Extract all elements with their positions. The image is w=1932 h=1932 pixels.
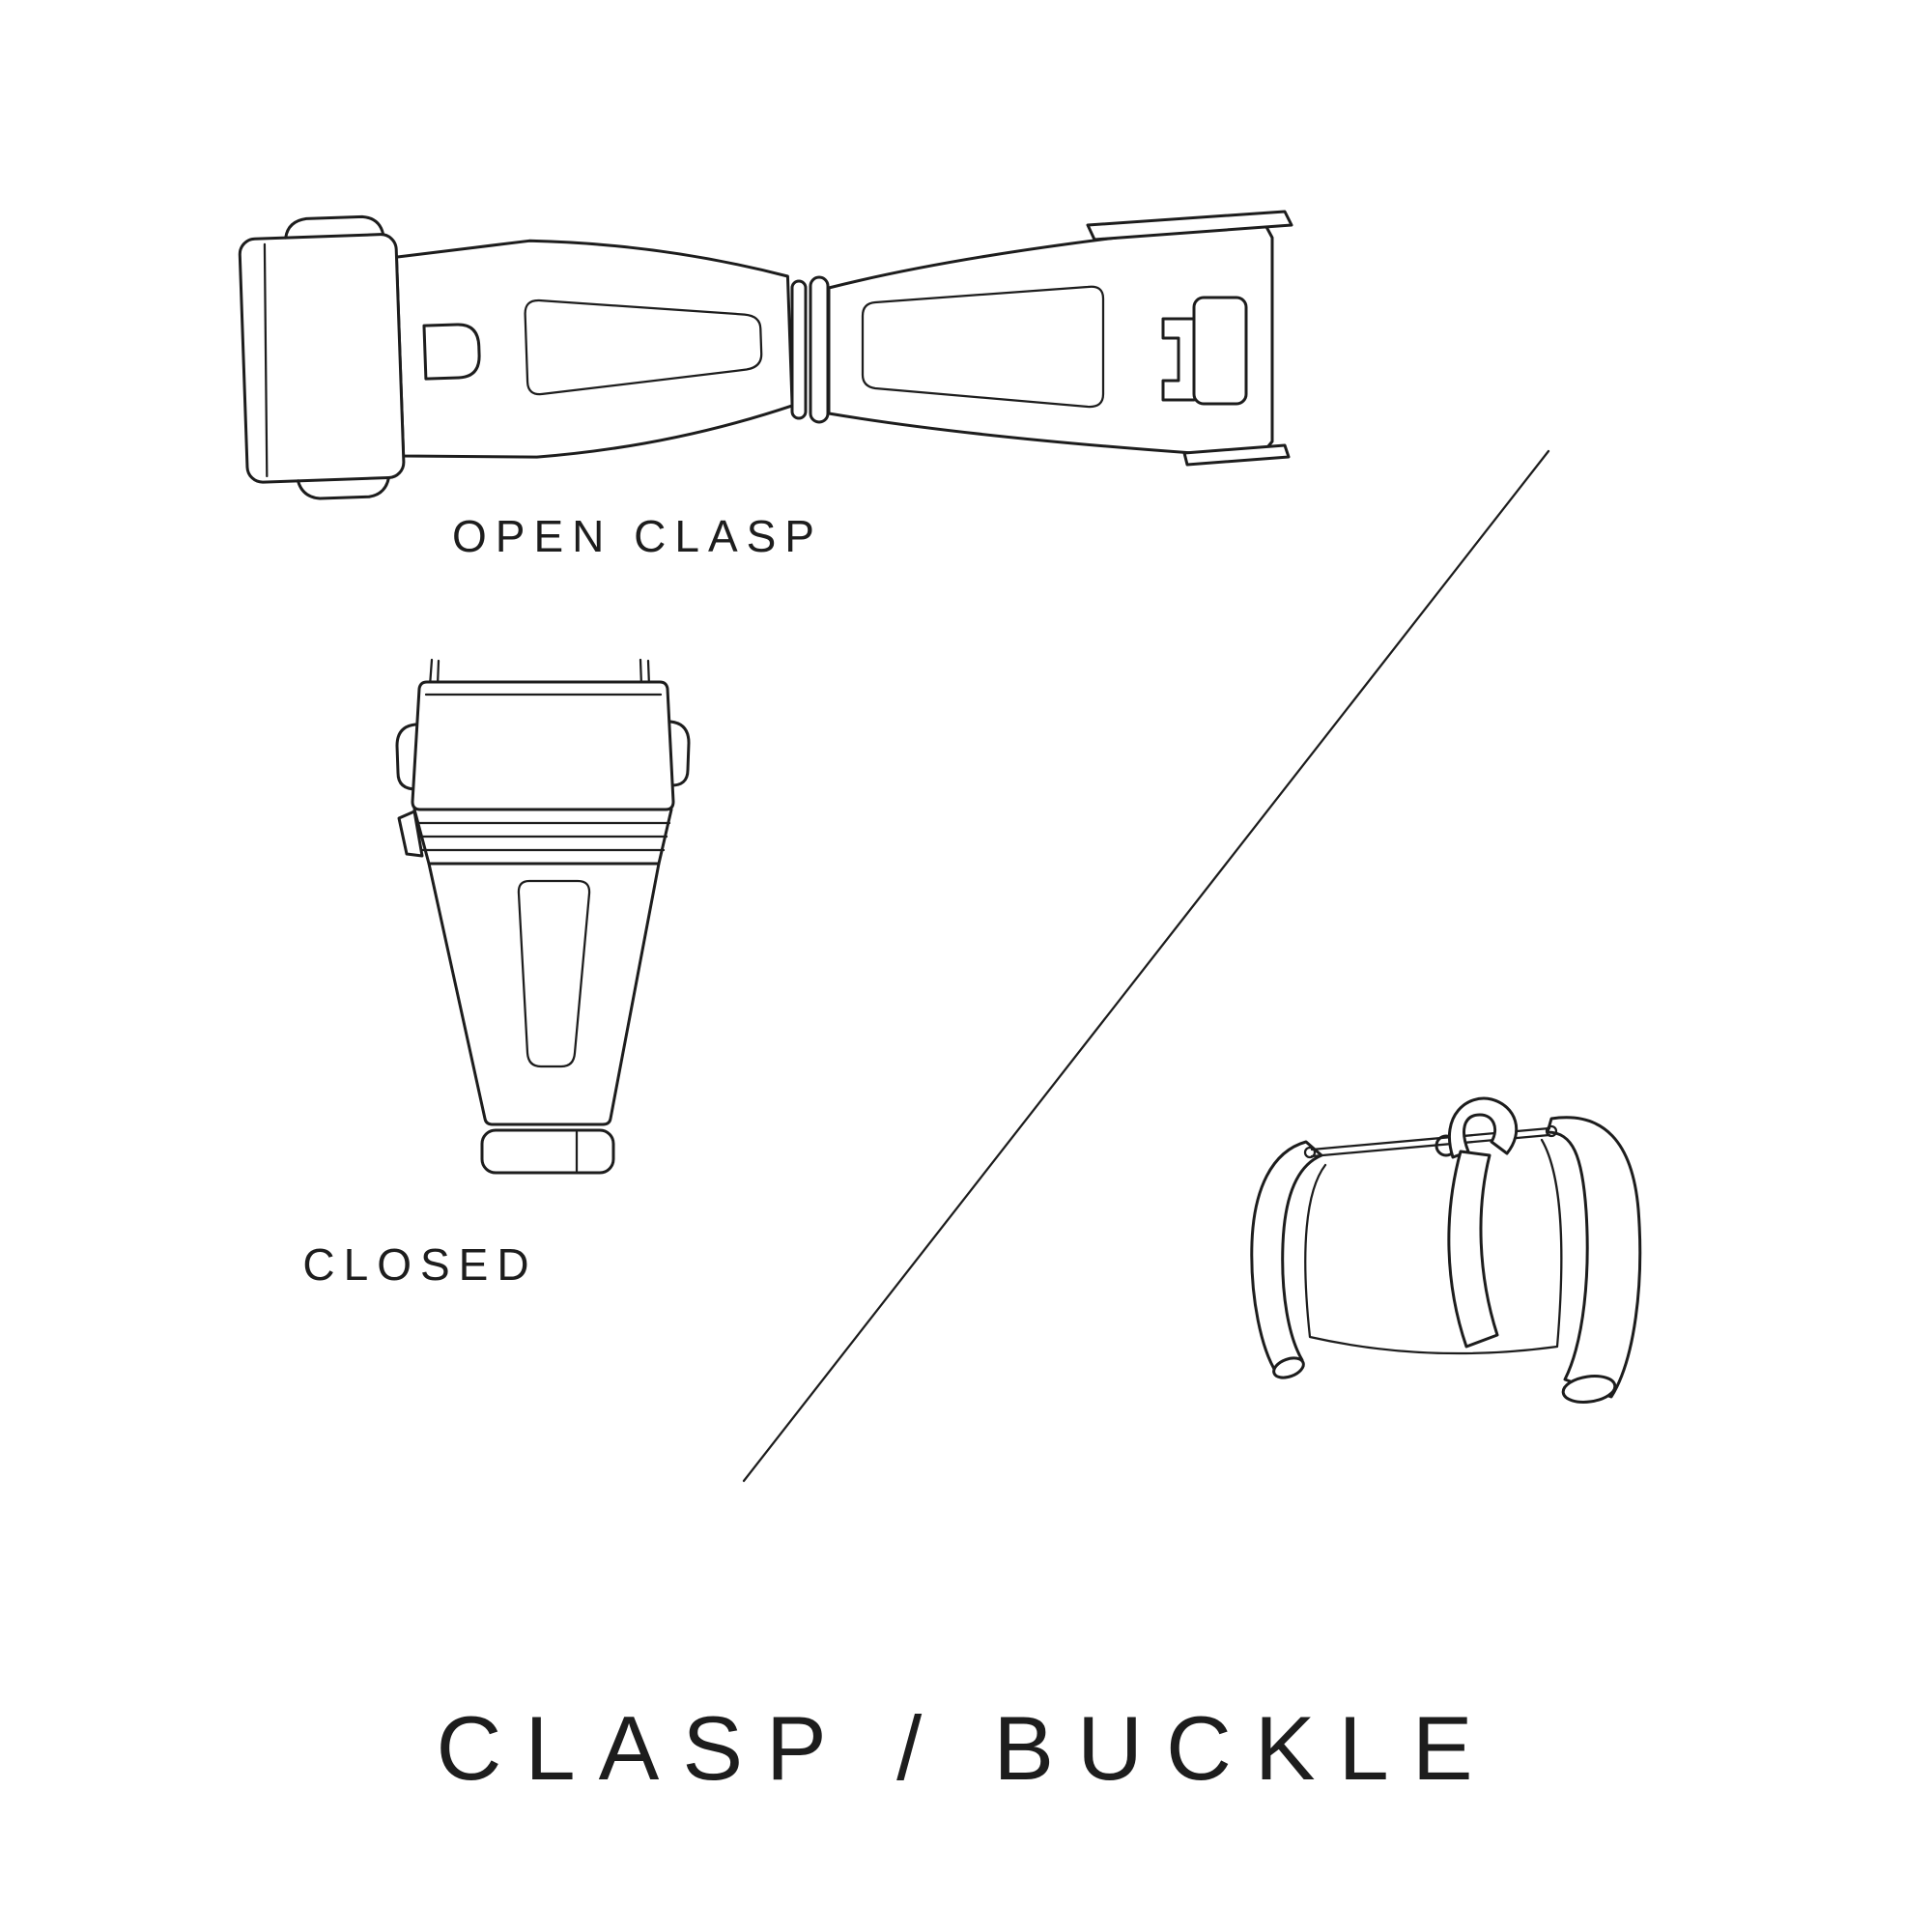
- divider-line: [742, 449, 1550, 1483]
- buckle-illustration: [1250, 1096, 1642, 1404]
- closed-clasp-illustration: [395, 658, 691, 1175]
- open-clasp-illustration: [238, 210, 1293, 500]
- open-clasp-label: OPEN CLASP: [452, 511, 823, 561]
- closed-label: CLOSED: [302, 1239, 538, 1290]
- diagram-title: CLASP / BUCKLE: [436, 1697, 1496, 1799]
